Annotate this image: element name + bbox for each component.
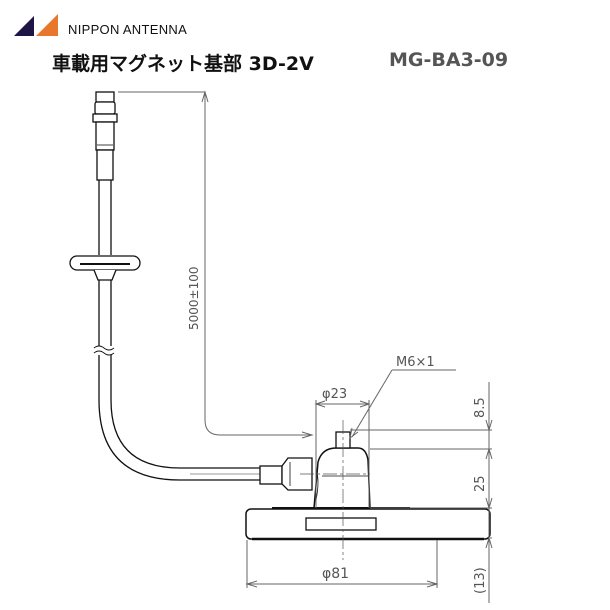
product-title: 車載用マグネット基部 3D-2V xyxy=(52,53,314,75)
cable-connector xyxy=(92,91,118,181)
stud-height-label: 8.5 xyxy=(473,397,488,418)
body-height-label: 25 xyxy=(473,475,488,492)
base-diameter-label: φ81 xyxy=(322,566,349,582)
strain-relief xyxy=(259,457,313,491)
cable-length-label: 5000±100 xyxy=(187,267,201,331)
magnet-body xyxy=(313,447,371,509)
brand-name: NIPPON ANTENNA xyxy=(68,22,188,37)
magnet-base xyxy=(245,507,491,541)
base-height-label: (13) xyxy=(473,567,488,594)
nippon-antenna-logo xyxy=(14,14,58,36)
top-diameter-label: φ23 xyxy=(322,387,347,402)
model-number: MG-BA3-09 xyxy=(389,49,509,71)
thread-label: M6×1 xyxy=(396,355,435,370)
cable-grommet xyxy=(69,255,141,281)
